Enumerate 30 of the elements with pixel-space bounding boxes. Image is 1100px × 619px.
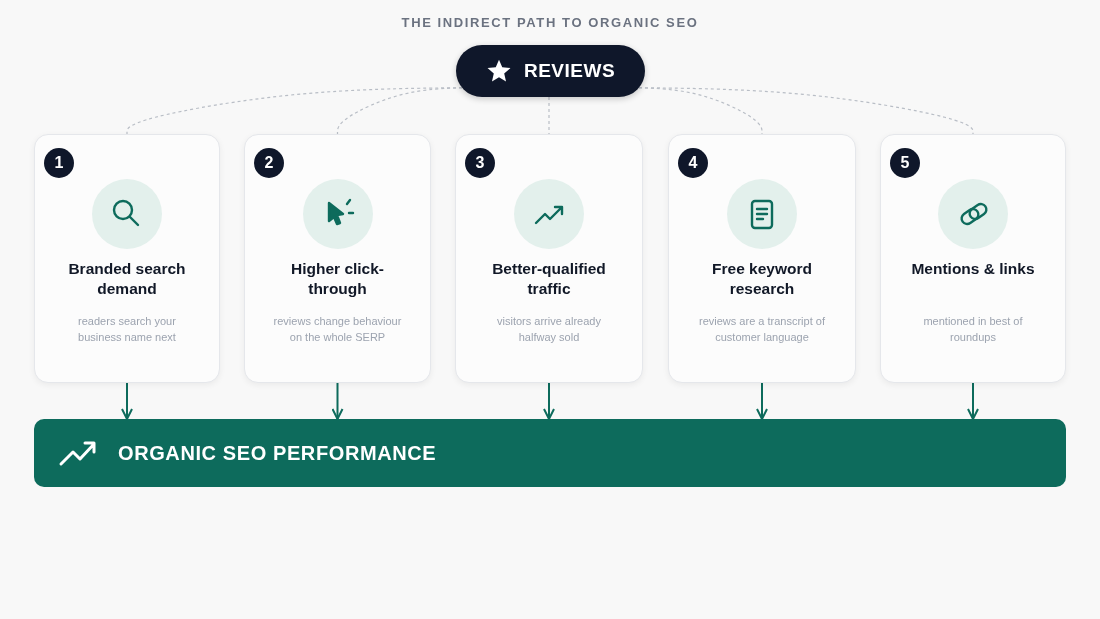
step-card — [455, 134, 643, 383]
step-card — [668, 134, 856, 383]
step-card — [880, 134, 1066, 383]
arrow — [756, 382, 768, 420]
arrow — [543, 382, 555, 420]
step-description: reviews change behaviour on the whole SERP — [272, 314, 403, 345]
arrow — [967, 382, 979, 420]
step-heading: Free keyword research — [711, 259, 813, 299]
step-number: 3 — [465, 148, 495, 178]
step-card — [34, 134, 220, 383]
step-description: mentioned in best of roundups — [922, 314, 1024, 345]
diagram-title: THE INDIRECT PATH TO ORGANIC SEO — [400, 15, 700, 30]
step-number: 4 — [678, 148, 708, 178]
step-description: readers search your business name next — [77, 314, 177, 345]
arrow — [331, 382, 344, 420]
arrow — [121, 382, 133, 420]
pill-label: REVIEWS — [523, 60, 616, 82]
step-heading: Mentions & links — [910, 259, 1036, 279]
step-number: 2 — [254, 148, 284, 178]
step-description: visitors arrive already halfway sold — [496, 314, 602, 345]
step-description: reviews are a transcript of customer language — [698, 314, 826, 345]
source-pill — [456, 45, 645, 97]
step-number: 1 — [44, 148, 74, 178]
step-heading: Branded search demand — [67, 259, 187, 299]
banner-label: ORGANIC SEO PERFORMANCE — [118, 441, 437, 465]
step-heading: Better-qualified traffic — [491, 259, 607, 299]
step-heading: Higher click-through — [290, 259, 385, 299]
step-card — [244, 134, 431, 383]
step-number: 5 — [890, 148, 920, 178]
result-banner — [34, 419, 1066, 487]
